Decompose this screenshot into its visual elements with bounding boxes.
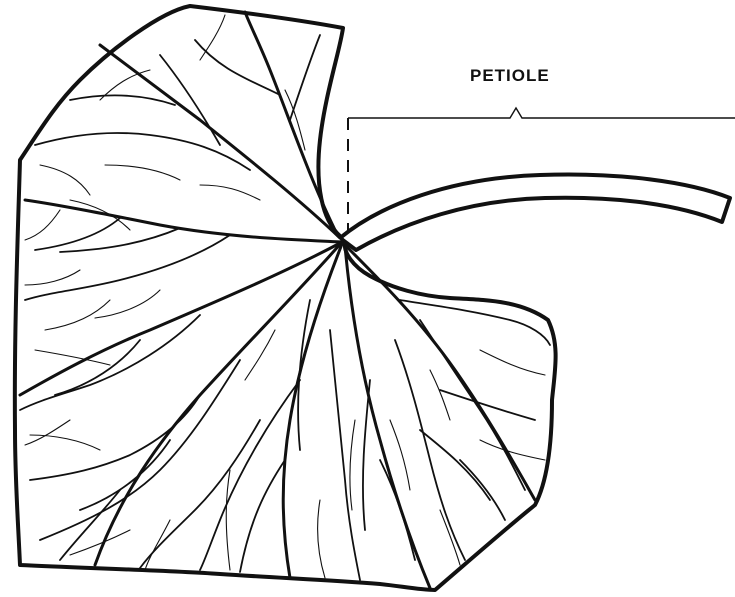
petiole: [340, 174, 730, 250]
petiole-label: PETIOLE: [470, 66, 550, 86]
